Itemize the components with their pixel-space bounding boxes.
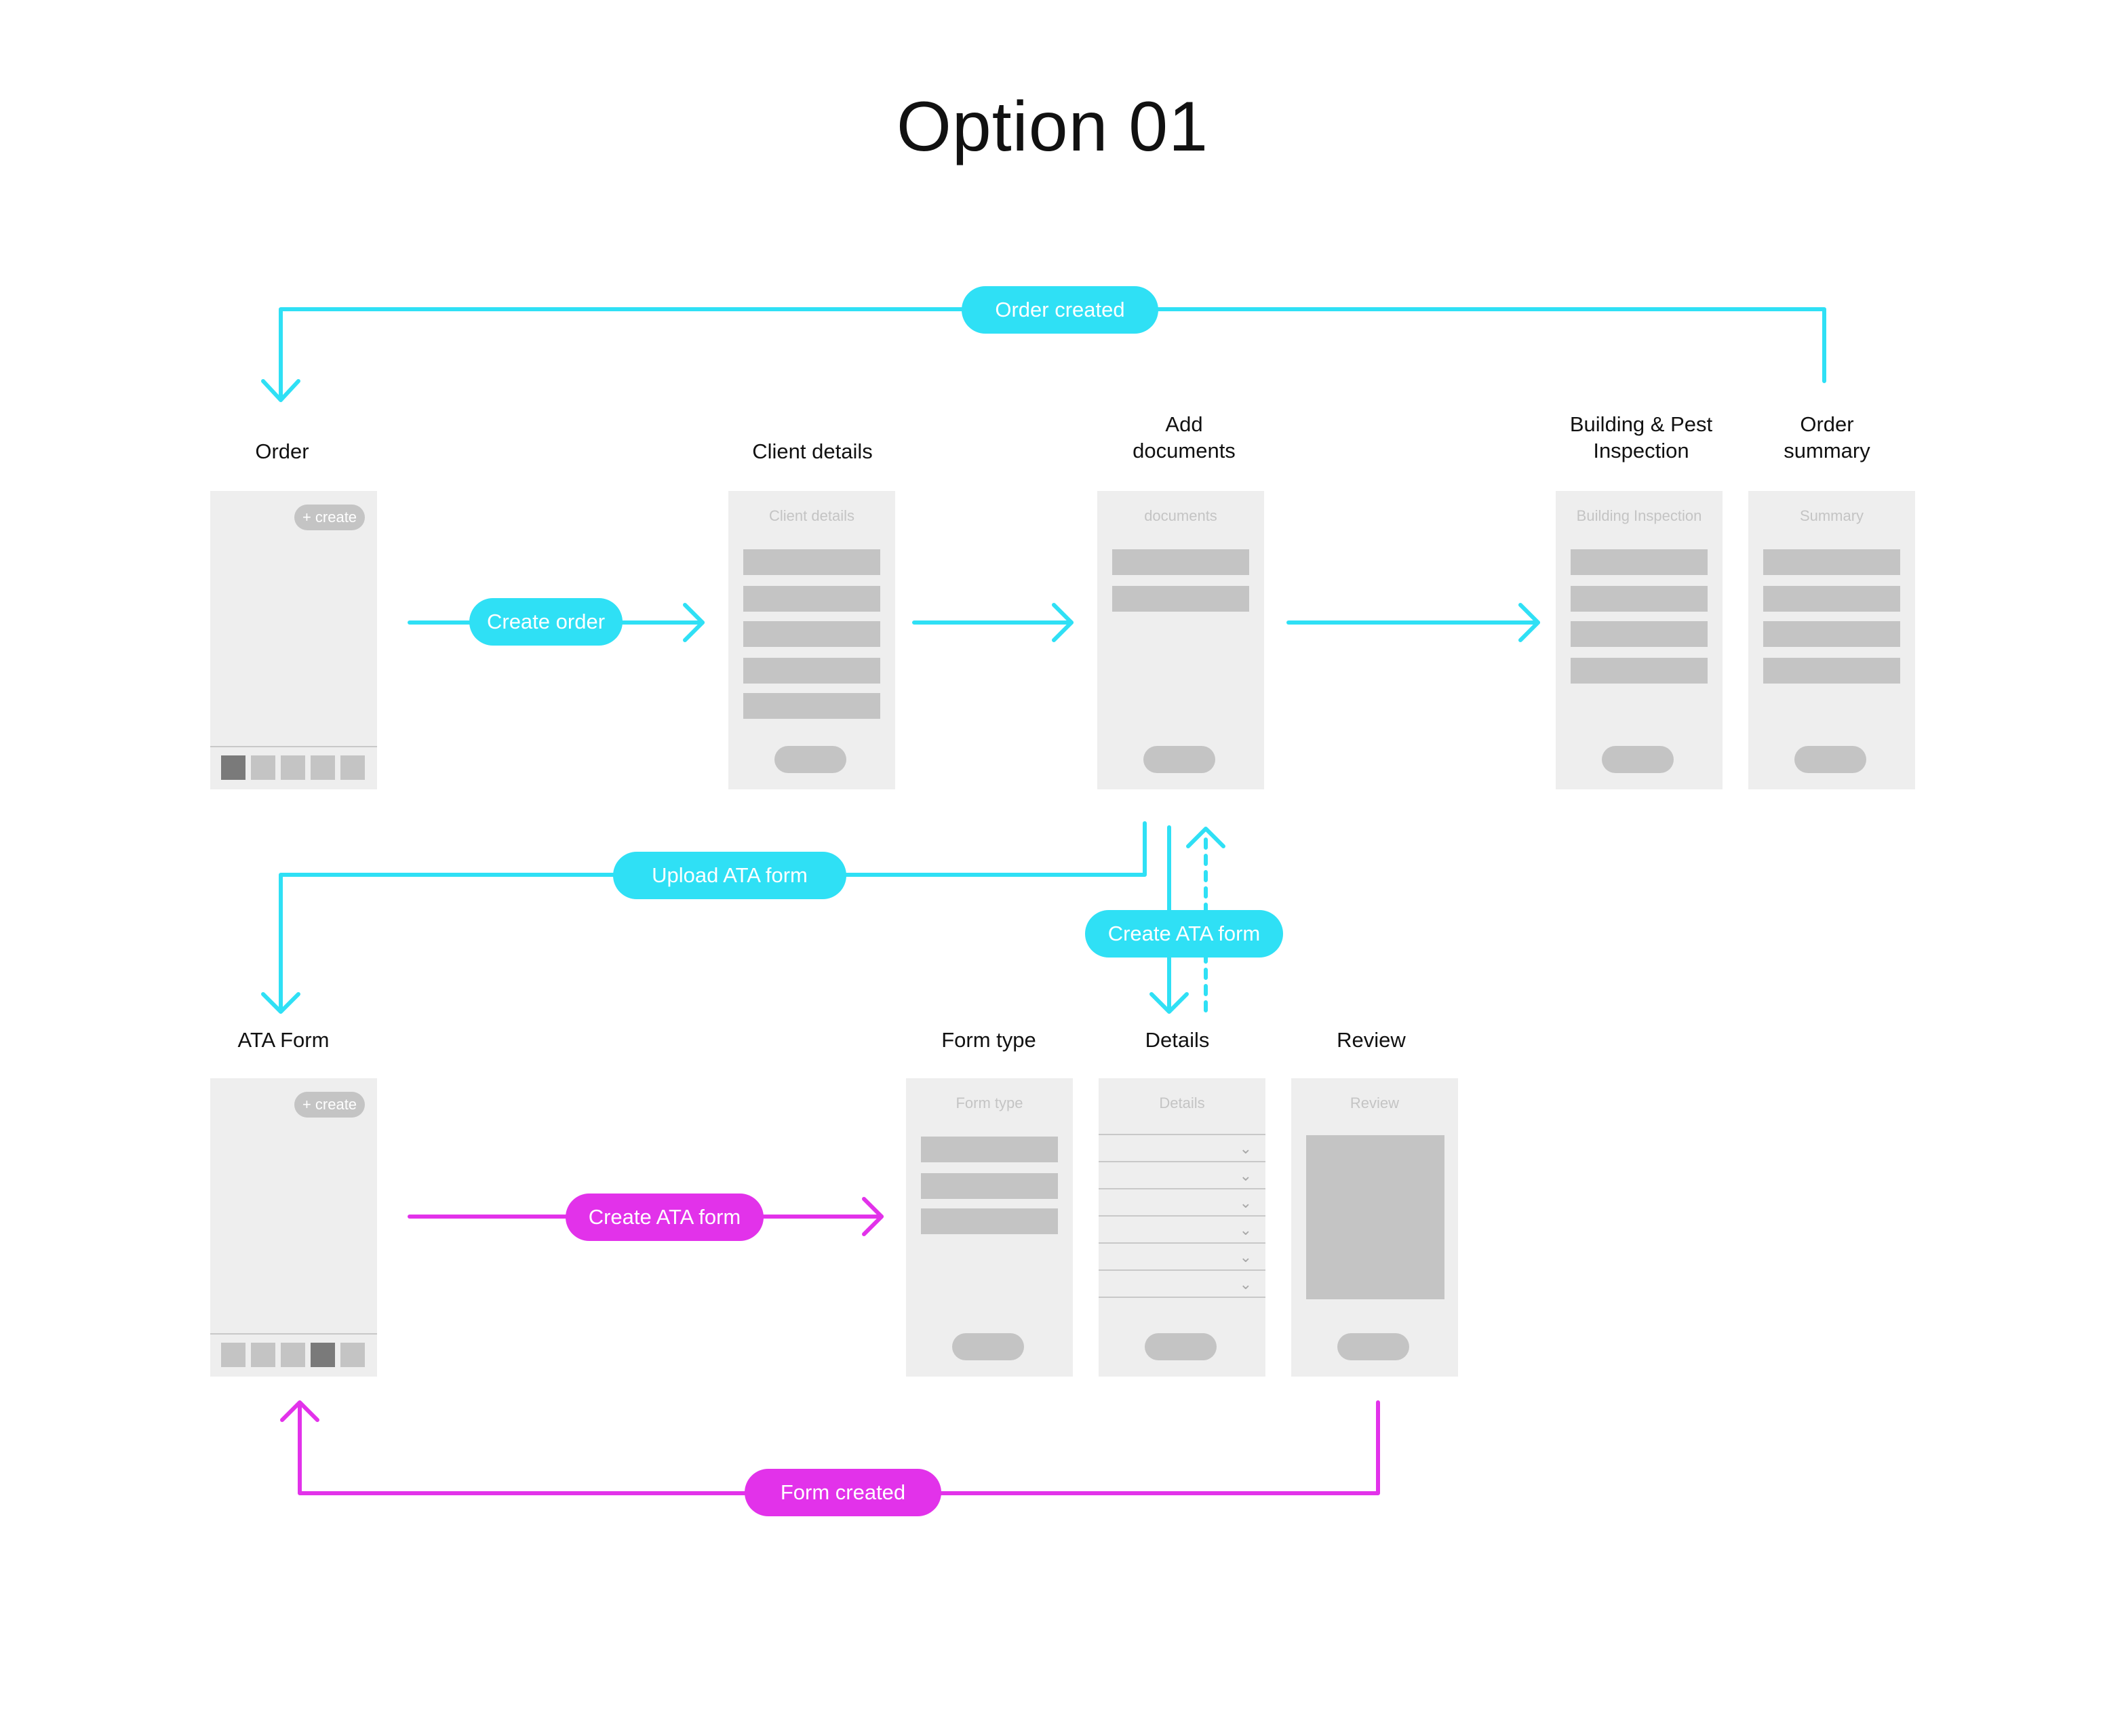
order-screen-label: Order <box>255 439 309 463</box>
chevron-down-icon[interactable]: ⌄ <box>1239 1221 1252 1238</box>
chevron-down-icon[interactable]: ⌄ <box>1239 1167 1252 1184</box>
next-button[interactable] <box>952 1333 1024 1360</box>
tab-1[interactable] <box>221 1343 245 1367</box>
field-placeholder[interactable] <box>1571 621 1708 647</box>
client-details-screen-label: Client details <box>752 439 873 463</box>
form-type-option[interactable] <box>921 1173 1058 1199</box>
upload-ata-form-label: Upload ATA form <box>613 852 846 899</box>
chevron-down-icon[interactable]: ⌄ <box>1239 1276 1252 1293</box>
summary-placeholder <box>1763 621 1900 647</box>
add-documents-screen: documents <box>1097 491 1264 789</box>
screen-header: documents <box>1144 507 1217 524</box>
field-placeholder[interactable] <box>743 586 880 612</box>
create-ata-form-bottom-label: Create ATA form <box>566 1194 764 1241</box>
form-type-screen-label: Form type <box>941 1028 1036 1052</box>
summary-placeholder <box>1763 549 1900 575</box>
order-summary-screen: Summary <box>1748 491 1915 789</box>
row-divider <box>1099 1134 1265 1135</box>
review-screen-label: Review <box>1337 1028 1406 1052</box>
next-button[interactable] <box>774 746 846 773</box>
row-divider <box>1099 1242 1265 1244</box>
screen-header: Details <box>1159 1094 1205 1111</box>
submit-button[interactable] <box>1794 746 1866 773</box>
tab-3[interactable] <box>281 755 305 780</box>
form-type-screen: Form type <box>906 1078 1073 1377</box>
order-created-label: Order created <box>962 286 1158 334</box>
submit-button[interactable] <box>1337 1333 1409 1360</box>
next-button[interactable] <box>1602 746 1674 773</box>
client-details-screen: Client details <box>728 491 895 789</box>
page-title: Option 01 <box>897 87 1208 166</box>
tab-4[interactable] <box>311 1343 335 1367</box>
screen-header: Review <box>1350 1094 1400 1111</box>
document-placeholder[interactable] <box>1112 586 1249 612</box>
create-button[interactable]: + create <box>294 1092 365 1118</box>
field-placeholder[interactable] <box>743 621 880 647</box>
screen-header: Building Inspection <box>1576 507 1702 524</box>
field-placeholder[interactable] <box>1571 658 1708 684</box>
tab-2[interactable] <box>251 755 275 780</box>
next-button[interactable] <box>1143 746 1215 773</box>
field-placeholder[interactable] <box>743 658 880 684</box>
chevron-down-icon[interactable]: ⌄ <box>1239 1248 1252 1265</box>
screen-header: Summary <box>1799 507 1864 524</box>
tab-3[interactable] <box>281 1343 305 1367</box>
row-divider <box>1099 1161 1265 1162</box>
chevron-down-icon[interactable]: ⌄ <box>1239 1194 1252 1211</box>
field-placeholder[interactable] <box>1571 549 1708 575</box>
tab-5[interactable] <box>340 755 365 780</box>
form-created-label: Form created <box>745 1469 941 1516</box>
tab-5[interactable] <box>340 1343 365 1367</box>
tab-bar <box>210 1333 377 1377</box>
summary-placeholder <box>1763 658 1900 684</box>
create-order-label: Create order <box>469 598 623 646</box>
order-screen: + create <box>210 491 377 789</box>
tab-1[interactable] <box>221 755 245 780</box>
tab-bar <box>210 746 377 789</box>
row-divider <box>1099 1215 1265 1217</box>
tab-2[interactable] <box>251 1343 275 1367</box>
client-to-documents-arrow <box>912 603 1074 642</box>
chevron-down-icon[interactable]: ⌄ <box>1239 1140 1252 1157</box>
ata-form-screen: + create <box>210 1078 377 1377</box>
row-divider <box>1099 1269 1265 1271</box>
summary-placeholder <box>1763 586 1900 612</box>
field-placeholder[interactable] <box>743 693 880 719</box>
screen-header: Form type <box>956 1094 1023 1111</box>
row-divider <box>1099 1297 1265 1298</box>
screen-header: Client details <box>769 507 854 524</box>
form-type-option[interactable] <box>921 1137 1058 1162</box>
create-button[interactable]: + create <box>294 505 365 530</box>
row-divider <box>1099 1188 1265 1189</box>
review-screen: Review <box>1291 1078 1458 1377</box>
form-type-option[interactable] <box>921 1208 1058 1234</box>
review-preview <box>1306 1135 1444 1299</box>
details-screen-label: Details <box>1145 1028 1210 1052</box>
tab-4[interactable] <box>311 755 335 780</box>
document-placeholder[interactable] <box>1112 549 1249 575</box>
details-screen: Details ⌄ ⌄ ⌄ ⌄ ⌄ ⌄ <box>1099 1078 1265 1377</box>
field-placeholder[interactable] <box>1571 586 1708 612</box>
building-pest-screen: Building Inspection <box>1556 491 1723 789</box>
documents-to-inspection-arrow <box>1286 603 1540 642</box>
field-placeholder[interactable] <box>743 549 880 575</box>
ata-form-screen-label: ATA Form <box>237 1028 330 1052</box>
next-button[interactable] <box>1145 1333 1217 1360</box>
create-ata-form-top-label: Create ATA form <box>1085 910 1283 958</box>
